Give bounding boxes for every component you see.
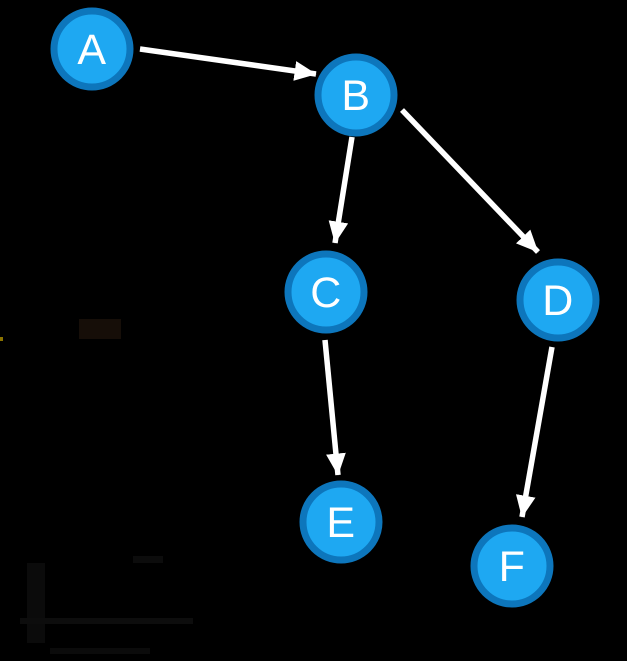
edge-B-C xyxy=(328,136,355,244)
node-circle-B xyxy=(314,53,398,137)
node-E[interactable]: E xyxy=(299,480,383,564)
node-D[interactable]: D xyxy=(516,258,600,342)
node-F[interactable]: F xyxy=(470,524,554,608)
edge-B-D xyxy=(400,108,540,254)
node-C[interactable]: C xyxy=(284,250,368,334)
edges-layer xyxy=(139,46,555,518)
node-label-F: F xyxy=(499,543,526,591)
node-A[interactable]: A xyxy=(50,7,134,91)
node-label-A: A xyxy=(77,26,106,74)
node-label-B: B xyxy=(341,72,370,120)
nodes-layer: A B C D E F xyxy=(50,7,600,608)
node-circle-F xyxy=(470,524,554,608)
node-circle-A xyxy=(50,7,134,91)
edge-C-E xyxy=(322,339,346,476)
node-B[interactable]: B xyxy=(314,53,398,137)
node-circle-C xyxy=(284,250,368,334)
node-label-E: E xyxy=(326,499,355,547)
node-circle-D xyxy=(516,258,600,342)
node-label-D: D xyxy=(542,277,574,325)
node-label-C: C xyxy=(310,269,342,317)
edge-D-F xyxy=(515,346,555,518)
edge-A-B xyxy=(139,46,317,81)
node-circle-E xyxy=(299,480,383,564)
